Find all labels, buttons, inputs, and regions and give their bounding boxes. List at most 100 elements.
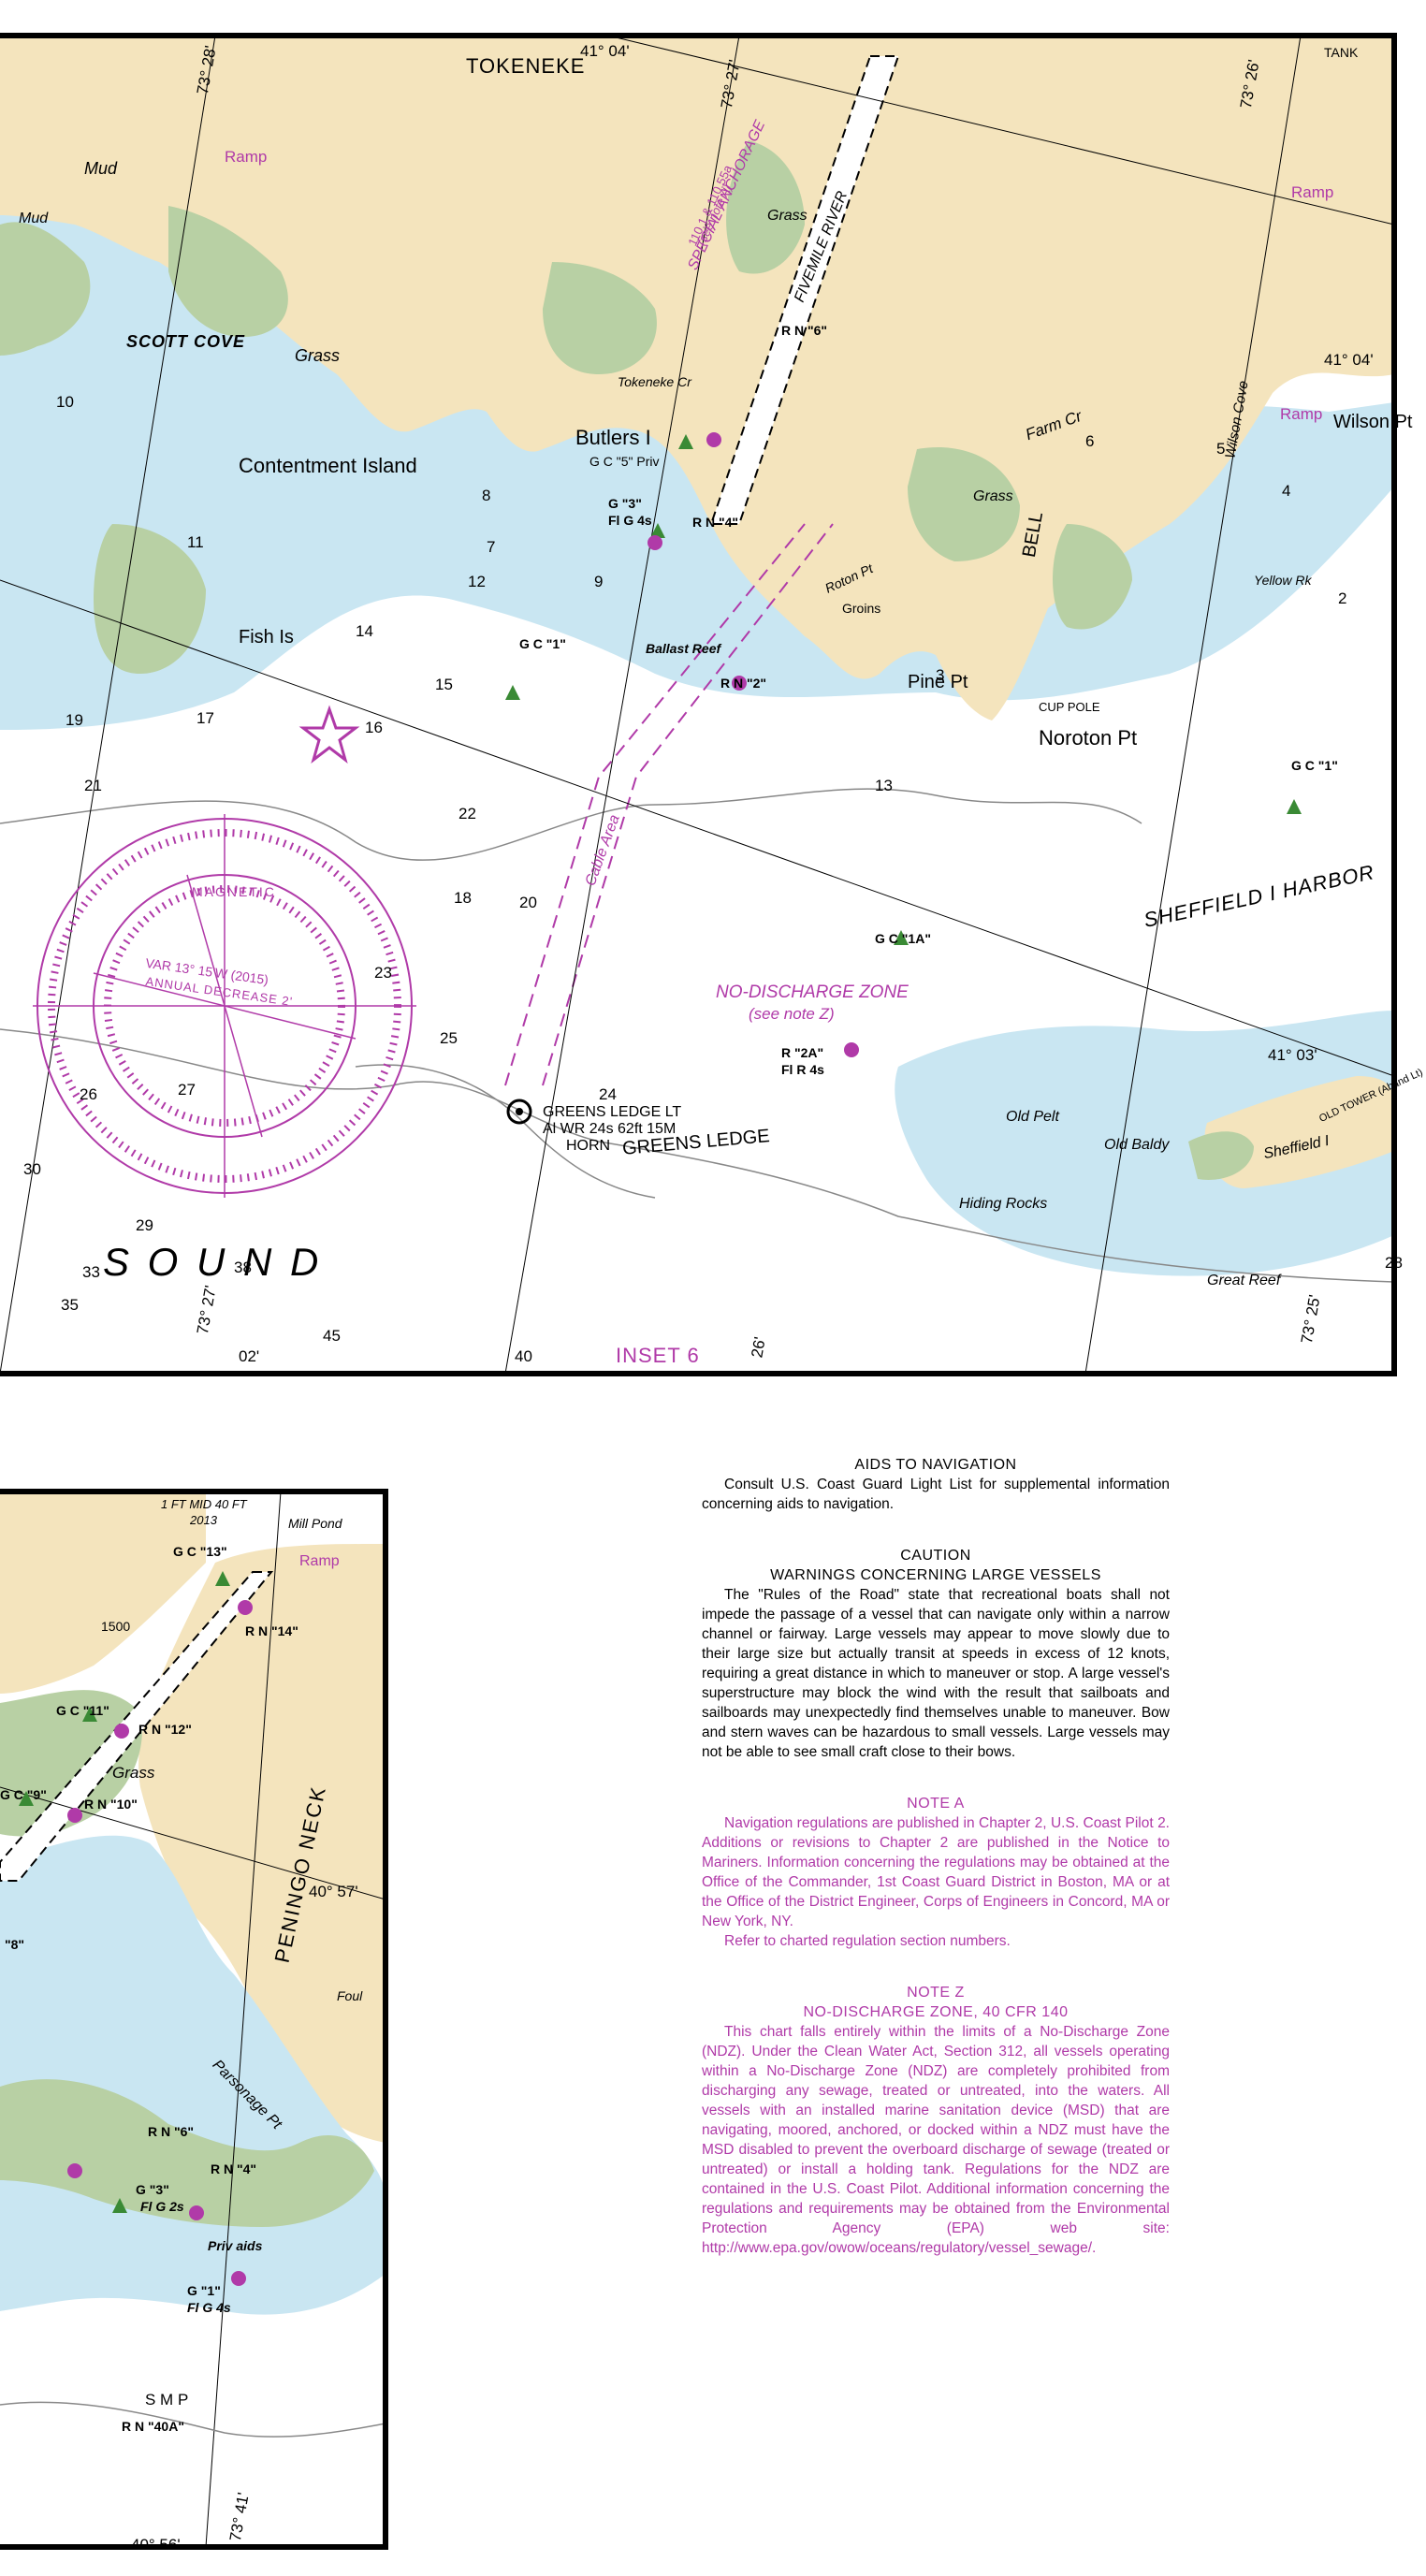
place-tank: TANK <box>1324 45 1359 60</box>
marsh-lower <box>0 2079 374 2227</box>
note-z-section: NOTE Z NO-DISCHARGE ZONE, 40 CFR 140 Thi… <box>702 1983 1170 2258</box>
marsh-1 <box>0 222 91 356</box>
place-noroton-pt: Noroton Pt <box>1039 726 1138 750</box>
place-fish-islands: Fish Is <box>239 627 294 648</box>
aid-g5: G C "5" Priv <box>589 454 660 469</box>
sounding: 10 <box>56 393 74 411</box>
place-grass-3: Grass <box>973 488 1013 504</box>
coord-lat-4104-top: 41° 04' <box>580 42 630 60</box>
marsh-6 <box>94 524 206 674</box>
aid-lower-g13: G C "13" <box>173 1544 227 1559</box>
coord-lon-26: 26' <box>748 1335 769 1360</box>
buoy-markers <box>505 432 1302 1057</box>
aid-horn: HORN <box>566 1138 611 1154</box>
sounding: 22 <box>458 805 476 822</box>
land-peningo <box>138 1544 386 2143</box>
place-contentment-island: Contentment Island <box>239 454 417 477</box>
coord-lat-4057: 40° 57' <box>309 1883 358 1900</box>
aids-to-navigation-section: AIDS TO NAVIGATION Consult U.S. Coast Gu… <box>702 1455 1170 1514</box>
sounding: 29 <box>136 1216 153 1234</box>
place-smp: S M P <box>145 2391 189 2409</box>
marsh-5 <box>908 447 1020 561</box>
notes-panel: AIDS TO NAVIGATION Consult U.S. Coast Gu… <box>702 1455 1170 2290</box>
aid-gc1: G C "1" <box>1291 758 1338 773</box>
compass-star <box>298 705 360 764</box>
shallow-sheffield <box>895 1011 1394 1276</box>
lower-inset-border <box>0 1489 388 2550</box>
place-hiding-rocks: Hiding Rocks <box>959 1196 1048 1212</box>
aids-body: Consult U.S. Coast Guard Light List for … <box>702 1477 1170 1512</box>
marsh-4 <box>726 140 805 274</box>
aid-g3: G "3" <box>608 496 642 511</box>
place-wilson-pt: Wilson Pt <box>1333 412 1413 432</box>
inset-caption: INSET 6 <box>616 1344 700 1367</box>
sounding: 15 <box>435 676 453 693</box>
land-west <box>0 1492 206 1694</box>
place-mud-1: Mud <box>84 159 118 178</box>
sounding: 35 <box>61 1296 79 1314</box>
place-groins: Groins <box>842 601 881 616</box>
marsh-3 <box>543 262 657 374</box>
sounding: 45 <box>323 1327 341 1345</box>
place-foul-lower: Foul <box>337 1988 363 2003</box>
sounding: 4 <box>1282 482 1291 500</box>
aid-lower-g3: G "3" <box>136 2182 169 2197</box>
lower-mid-year: 2013 <box>190 1513 217 1527</box>
sounding: 9 <box>594 573 604 590</box>
caution-title: CAUTION <box>900 1548 971 1564</box>
place-butlers-island: Butlers I <box>575 426 651 449</box>
aid-lower-g3-light: Fl G 2s <box>140 2199 184 2214</box>
sounding: 21 <box>84 777 102 794</box>
aid-lower-r12: R N "12" <box>138 1722 192 1737</box>
aid-lower-r8: "8" <box>5 1937 25 1952</box>
lower-mid-depth: 1 FT MID 40 FT <box>161 1497 247 1511</box>
place-grass-lower: Grass <box>112 1764 155 1782</box>
place-mud-2: Mud <box>19 211 49 226</box>
coord-lat-4104-right: 41° 04' <box>1324 351 1374 369</box>
note-ramp-3: Ramp <box>1280 405 1323 423</box>
note-a-title: NOTE A <box>907 1796 965 1812</box>
aid-r4: R N "4" <box>692 515 739 530</box>
note-a-section: NOTE A Navigation regulations are publis… <box>702 1794 1170 1951</box>
sounding: 16 <box>365 719 383 736</box>
sounding: 27 <box>178 1081 196 1099</box>
sounding: 33 <box>82 1263 100 1281</box>
note-no-discharge-zone: NO-DISCHARGE ZONE <box>716 982 909 1002</box>
sounding: 13 <box>875 777 893 794</box>
sounding: 3 <box>936 666 945 684</box>
place-great-reef: Great Reef <box>1207 1273 1281 1288</box>
marsh-7 <box>1053 524 1132 630</box>
inset-6-border <box>0 33 1397 1376</box>
aid-g1: G C "1" <box>519 636 566 651</box>
aid-lower-r14: R N "14" <box>245 1623 298 1638</box>
note-z-subtitle: NO-DISCHARGE ZONE, 40 CFR 140 <box>803 2004 1069 2020</box>
sounding: 26 <box>80 1085 97 1103</box>
sounding: 38 <box>234 1259 252 1276</box>
aid-r2: R N "2" <box>720 676 767 691</box>
place-grass-1: Grass <box>295 346 341 365</box>
place-old-pelt: Old Pelt <box>1006 1109 1059 1125</box>
sounding: 8 <box>482 487 491 504</box>
aid-lower-r4: R N "4" <box>211 2161 257 2176</box>
sounding: 2 <box>1338 589 1347 607</box>
greens-ledge-light-icon <box>506 1099 532 1125</box>
land-north <box>0 36 1394 720</box>
note-see-note-z: (see note Z) <box>749 1005 835 1023</box>
note-z-title: NOTE Z <box>907 1985 965 2001</box>
marsh-west <box>0 1690 142 1837</box>
marsh-sheffield <box>1188 1131 1254 1180</box>
place-mill-pond: Mill Pond <box>288 1516 342 1531</box>
place-scott-cove: SCOTT COVE <box>126 332 246 351</box>
place-ballast-reef: Ballast Reef <box>646 641 721 656</box>
place-priv-aids: Priv aids <box>208 2238 263 2253</box>
aid-yellow-rk: Yellow Rk <box>1254 573 1312 588</box>
channel-fivemile <box>709 55 900 525</box>
place-ramp-lower: Ramp <box>299 1553 340 1569</box>
coord-lat-4103: 41° 03' <box>1268 1046 1317 1064</box>
inset-6-map <box>0 33 1397 1376</box>
channel-lower <box>0 1571 274 1882</box>
place-tokeneke-creek: Tokeneke Cr <box>618 374 691 389</box>
place-tokeneke: TOKENEKE <box>466 54 586 78</box>
place-sound: S O U N D <box>103 1240 323 1284</box>
aid-greens-ledge-char: Al WR 24s 62ft 15M <box>543 1121 677 1137</box>
